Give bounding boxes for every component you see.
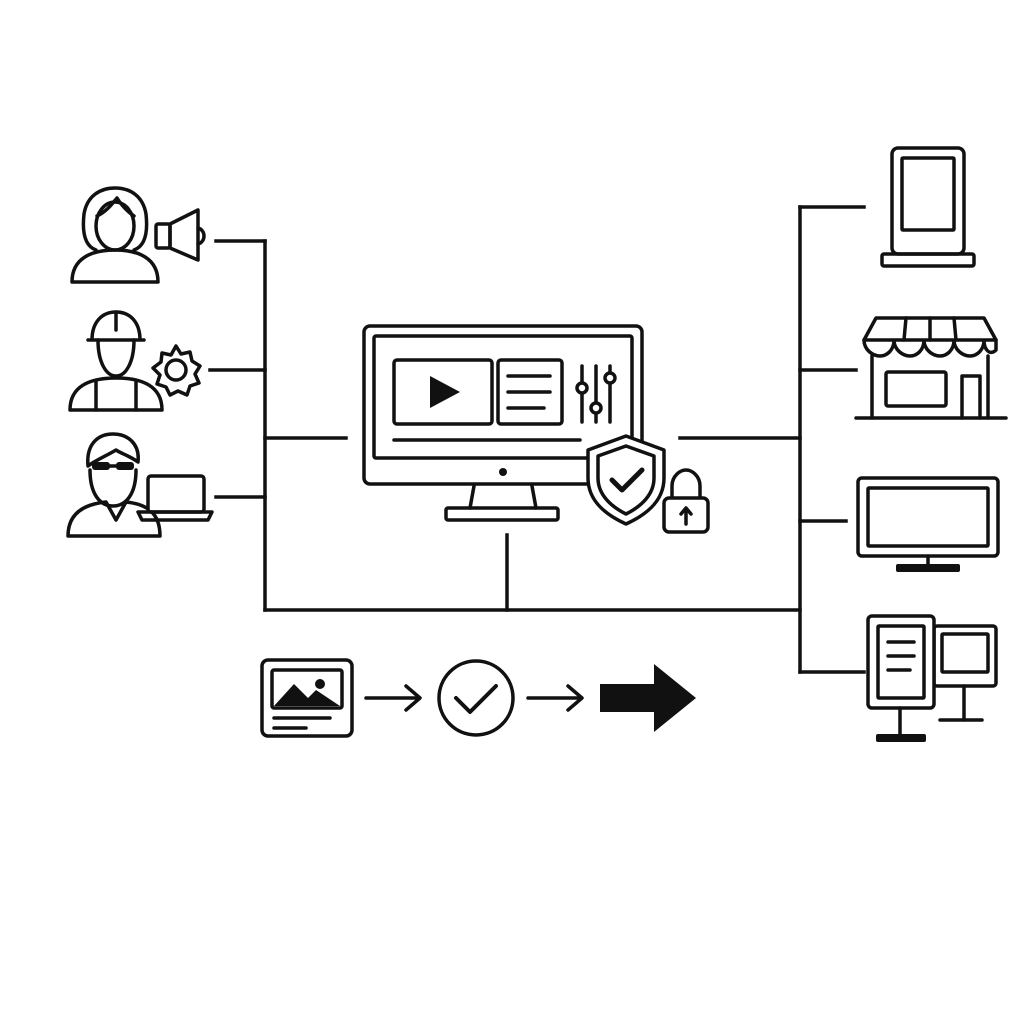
endpoint-tv-display <box>856 476 1000 572</box>
connector-lines <box>208 205 866 674</box>
user-marketer <box>70 186 206 284</box>
central-platform <box>362 324 710 534</box>
user-developer <box>66 432 214 538</box>
laptop-icon <box>136 474 214 522</box>
user-technician <box>68 310 202 412</box>
arrow-icon <box>526 684 584 712</box>
shield-check-icon <box>586 434 666 526</box>
hardhat-worker-icon <box>68 310 164 412</box>
arrow-icon <box>364 684 422 712</box>
endpoint-standing-kiosk <box>880 146 976 268</box>
glasses-user-icon <box>66 432 162 538</box>
standing-kiosk-icon <box>880 146 976 268</box>
multi-screen-kiosk-icon <box>866 614 998 742</box>
endpoint-multi-screen-kiosk <box>866 614 998 742</box>
image-card-icon <box>260 658 354 738</box>
gear-icon <box>151 344 202 397</box>
sliders-icon <box>575 364 617 424</box>
woman-user-icon <box>70 186 160 284</box>
megaphone-icon <box>154 208 206 262</box>
endpoint-storefront <box>854 316 1008 420</box>
storefront-icon <box>854 316 1008 420</box>
workflow-row <box>260 658 696 738</box>
desktop-monitor-icon <box>362 324 644 522</box>
big-arrow-icon <box>600 664 696 732</box>
video-player-icon <box>392 358 582 442</box>
padlock-icon <box>662 468 710 534</box>
tv-display-icon <box>856 476 1000 572</box>
check-circle-icon <box>437 659 515 737</box>
